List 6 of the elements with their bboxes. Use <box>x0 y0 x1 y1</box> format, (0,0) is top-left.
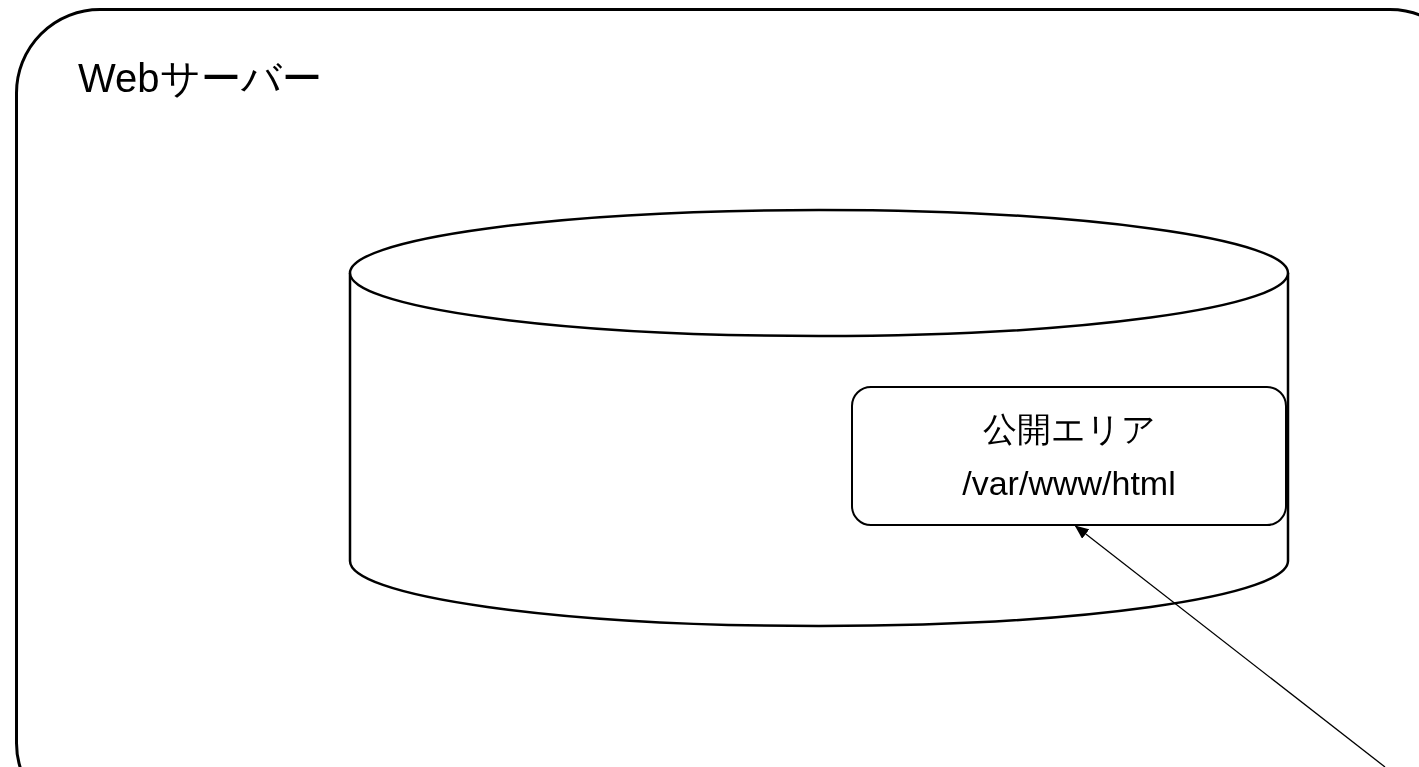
server-panel <box>15 8 1419 767</box>
area-box <box>851 386 1287 526</box>
arrow <box>1074 525 1386 767</box>
node-label: 公開エリア <box>982 408 1156 450</box>
panel-title: Webサーバー <box>78 55 322 102</box>
node-label: /var/www/html <box>962 463 1176 504</box>
